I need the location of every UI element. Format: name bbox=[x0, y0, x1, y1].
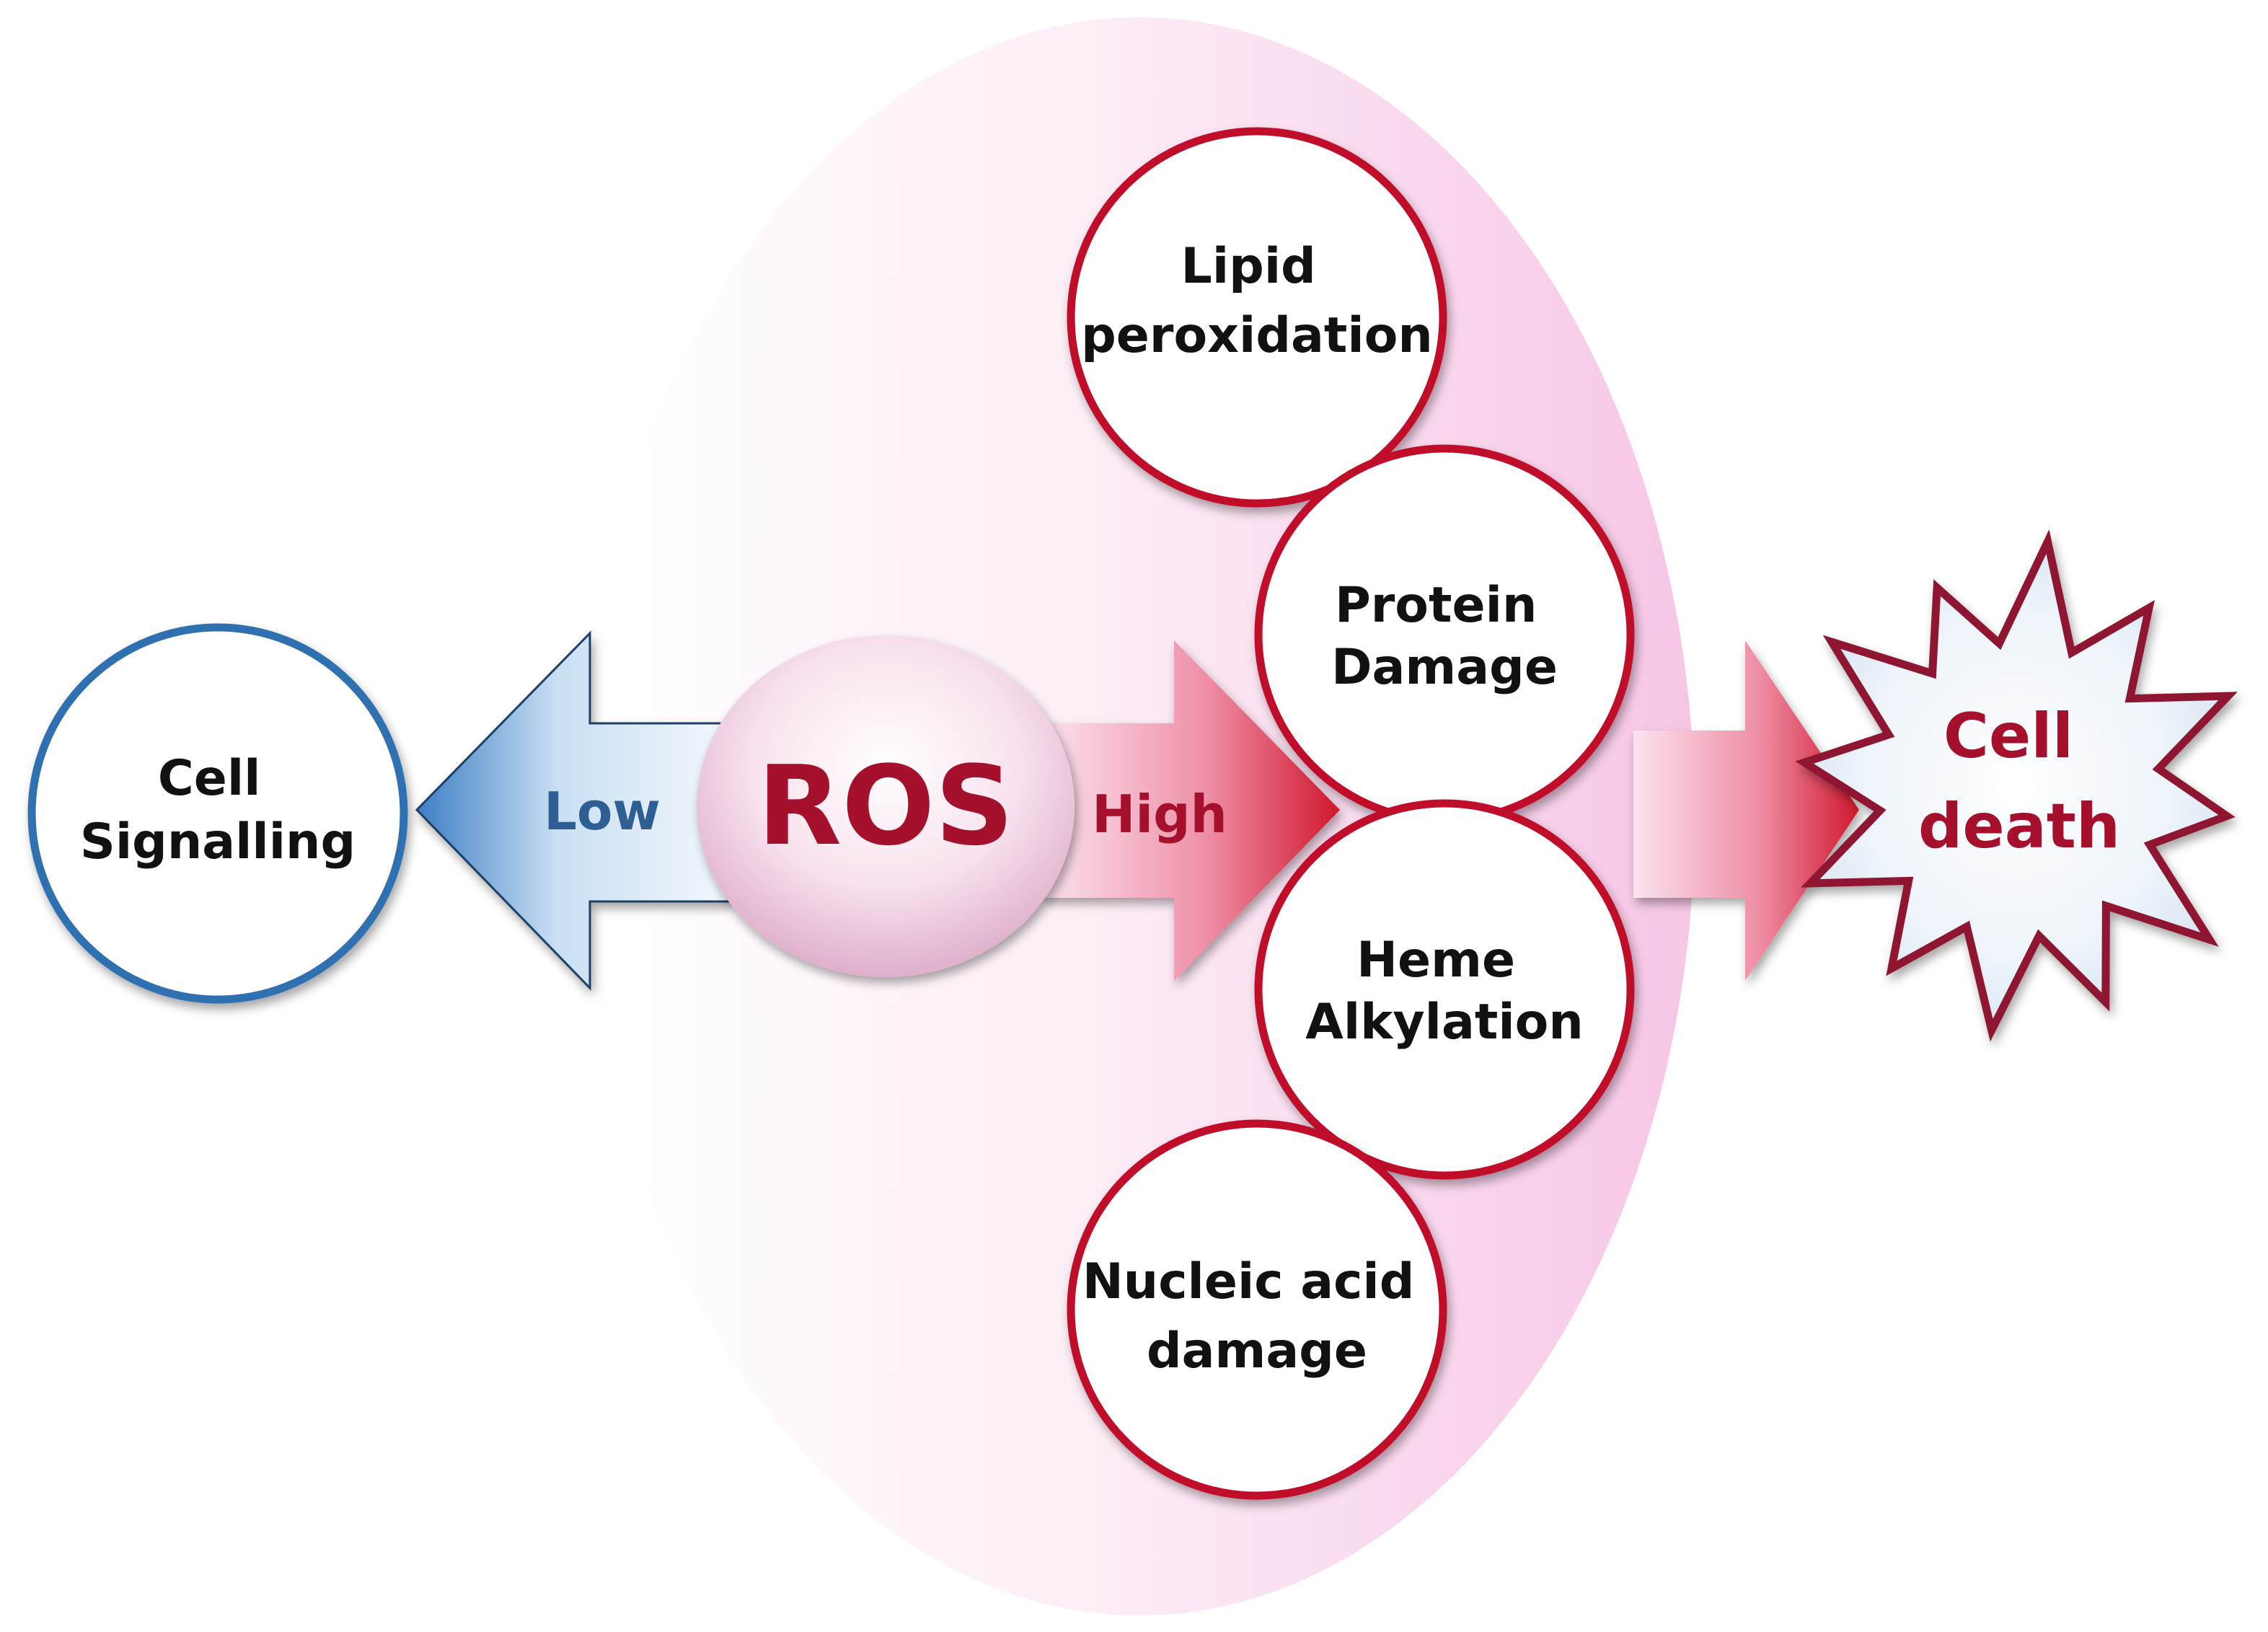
high-ros-arrow bbox=[1042, 640, 1340, 981]
protein-damage-node bbox=[1254, 444, 1635, 825]
lipid-peroxidation-label: Lipid peroxidation bbox=[1081, 238, 1433, 364]
lipid-peroxidation-node bbox=[1067, 127, 1447, 508]
cell-death-burst bbox=[1795, 529, 2238, 1042]
high-label: High bbox=[1092, 784, 1227, 844]
heme-alkylation-label: Heme Alkylation bbox=[1305, 932, 1584, 1051]
protein-damage-label: Protein Damage bbox=[1331, 577, 1558, 696]
heme-alkylation-node bbox=[1254, 799, 1635, 1180]
cell-signalling-label: Cell Signalling bbox=[80, 750, 356, 870]
outcome-arrow bbox=[1633, 640, 1859, 981]
ros-label: ROS bbox=[757, 742, 1014, 870]
nucleic-acid-damage-label: Nucleic acid damage bbox=[1082, 1253, 1431, 1380]
low-ros-arrow bbox=[415, 630, 730, 991]
low-label: Low bbox=[544, 781, 661, 842]
ros-node bbox=[697, 635, 1075, 977]
cell-signalling-node bbox=[27, 623, 408, 1004]
nucleic-acid-damage-node bbox=[1067, 1119, 1447, 1500]
cell-death-label: Cell death bbox=[1918, 700, 2120, 863]
